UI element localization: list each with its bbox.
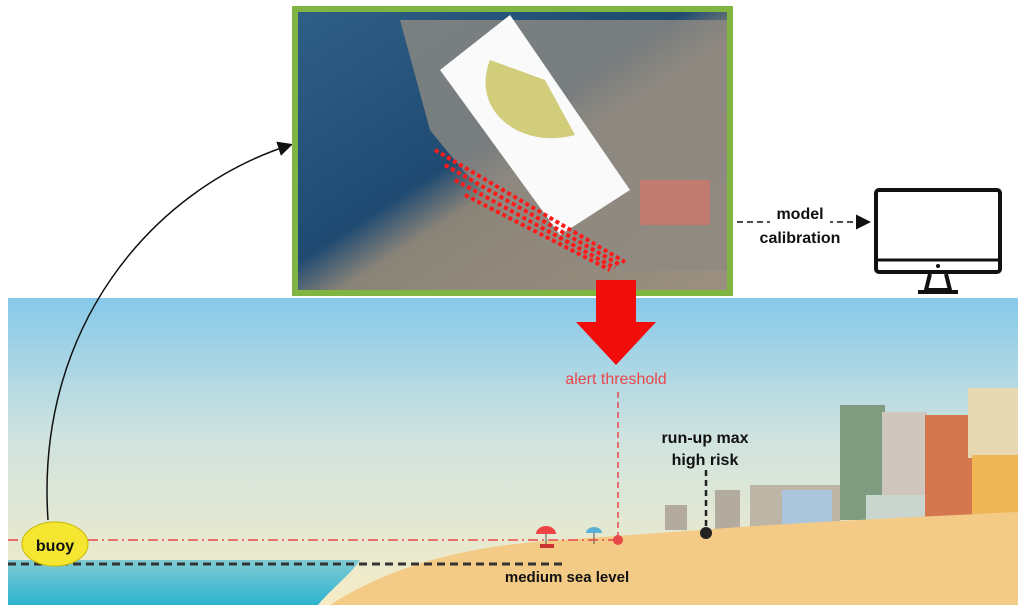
calibration-label: calibration [760,230,841,247]
computer-monitor-icon [874,188,1002,294]
buoy-icon [21,521,89,567]
aerial-photo-panel [292,6,733,296]
alert-threshold-marker [613,535,623,545]
alert-threshold-label: alert threshold [565,371,666,388]
model-label: model [776,206,823,223]
run-up-max-label: run-up max [661,430,748,447]
beach-umbrella-icon [536,526,556,548]
buoy-label: buoy [36,538,74,555]
coastal-scene [8,298,1018,605]
beach-sand [330,512,1018,605]
high-risk-label: high risk [672,452,739,469]
medium-sea-level-label: medium sea level [505,569,629,586]
buoy-to-photo-arrow [46,141,293,521]
transect-lines [433,148,627,272]
beach-umbrella-icon [586,527,602,544]
red-down-arrow-icon [576,280,656,365]
building [925,415,975,520]
building [968,388,1018,458]
run-up-marker [700,527,712,539]
sea [8,560,360,605]
building [882,412,927,502]
building [972,455,1018,520]
